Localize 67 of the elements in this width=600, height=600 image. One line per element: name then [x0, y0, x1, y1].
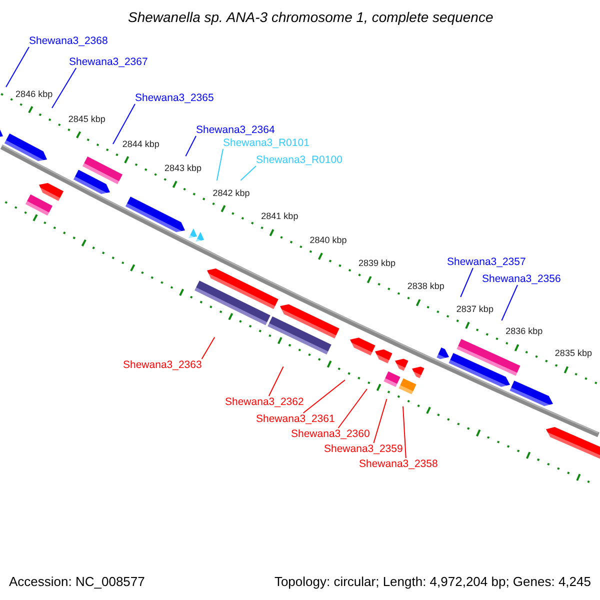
tick-label: 2840 kbp: [310, 235, 347, 246]
gene-label: Shewana3_2362: [225, 396, 304, 408]
tick-label: 2839 kbp: [358, 258, 396, 268]
gene-label: Shewana3_2360: [291, 428, 370, 440]
gene-label: Shewana3_2364: [196, 124, 275, 136]
gene-block: [194, 280, 270, 326]
gene-triangle: [196, 232, 204, 242]
pointed-gene-block: [546, 427, 600, 459]
leader-line: [185, 136, 196, 157]
pointed-gene-block: [510, 380, 553, 406]
genome-summary-text: Topology: circular; Length: 4,972,204 bp; Genes: 4,245: [274, 574, 591, 590]
gene-block: [268, 316, 332, 355]
gene-block: [25, 194, 53, 216]
leader-line: [268, 366, 284, 396]
pointed-gene-block: [4, 134, 47, 162]
tick-label: 2844 kbp: [122, 138, 160, 149]
gene-label: Shewana3_2358: [359, 458, 438, 470]
leader-line: [216, 148, 224, 181]
tick-label: 2835 kbp: [554, 348, 592, 358]
leader-line: [302, 380, 346, 414]
tick-label: 2837 kbp: [456, 304, 494, 314]
gene-block: [456, 339, 520, 376]
leader-line: [402, 406, 406, 458]
gene-block: [82, 156, 122, 184]
pointed-gene-block: [39, 183, 64, 202]
leader-line: [460, 268, 474, 298]
gene-label: Shewana3_2368: [29, 35, 108, 47]
gene-label: Shewana3_2357: [447, 256, 526, 268]
tick-label: 2836 kbp: [506, 326, 543, 336]
gene-label: Shewana3_R0101: [223, 137, 310, 149]
gene-label: Shewana3_R0100: [256, 154, 342, 166]
leader-line: [112, 104, 136, 144]
pointed-gene-block: [73, 170, 110, 194]
accession-text: Accession: NC_008577: [9, 574, 145, 590]
tick-label: 2843 kbp: [164, 163, 202, 174]
pointed-gene-block: [412, 366, 424, 378]
tick-label: 2842 kbp: [212, 188, 250, 198]
pointed-gene-block: [375, 349, 392, 364]
leader-line: [6, 46, 30, 88]
gene-label: Shewana3_2361: [256, 413, 335, 425]
tick-label: 2846 kbp: [16, 88, 53, 99]
gene-label: Shewana3_2367: [69, 56, 148, 68]
leader-line: [240, 166, 256, 181]
tick-label: 2838 kbp: [407, 281, 444, 292]
gene-label: Shewana3_2365: [135, 92, 214, 104]
tick-label: 2845 kbp: [68, 114, 106, 124]
pointed-gene-block: [280, 304, 340, 338]
gene-label: Shewana3_2363: [123, 359, 202, 371]
leader-line: [338, 388, 368, 428]
pointed-gene-block: [395, 358, 408, 371]
leader-line: [373, 398, 388, 444]
pointed-gene-block: [350, 338, 376, 356]
gene-block: [384, 371, 400, 387]
tick-label: 2841 kbp: [261, 211, 298, 222]
title: Shewanella sp. ANA-3 chromosome 1, complete sequence: [128, 9, 494, 25]
pointed-gene-block: [207, 268, 278, 310]
gene-label: Shewana3_2356: [482, 273, 561, 285]
pointed-gene-block: [126, 196, 185, 232]
pointed-gene-block: [0, 129, 3, 137]
pointed-gene-block: [448, 352, 510, 387]
gene-triangle: [188, 228, 197, 238]
leader-line: [52, 68, 77, 108]
pointed-gene-block: [436, 347, 449, 360]
leader-line: [201, 336, 216, 360]
gene-label: Shewana3_2359: [324, 443, 403, 455]
gene-block: [398, 378, 416, 394]
leader-line: [501, 284, 518, 321]
